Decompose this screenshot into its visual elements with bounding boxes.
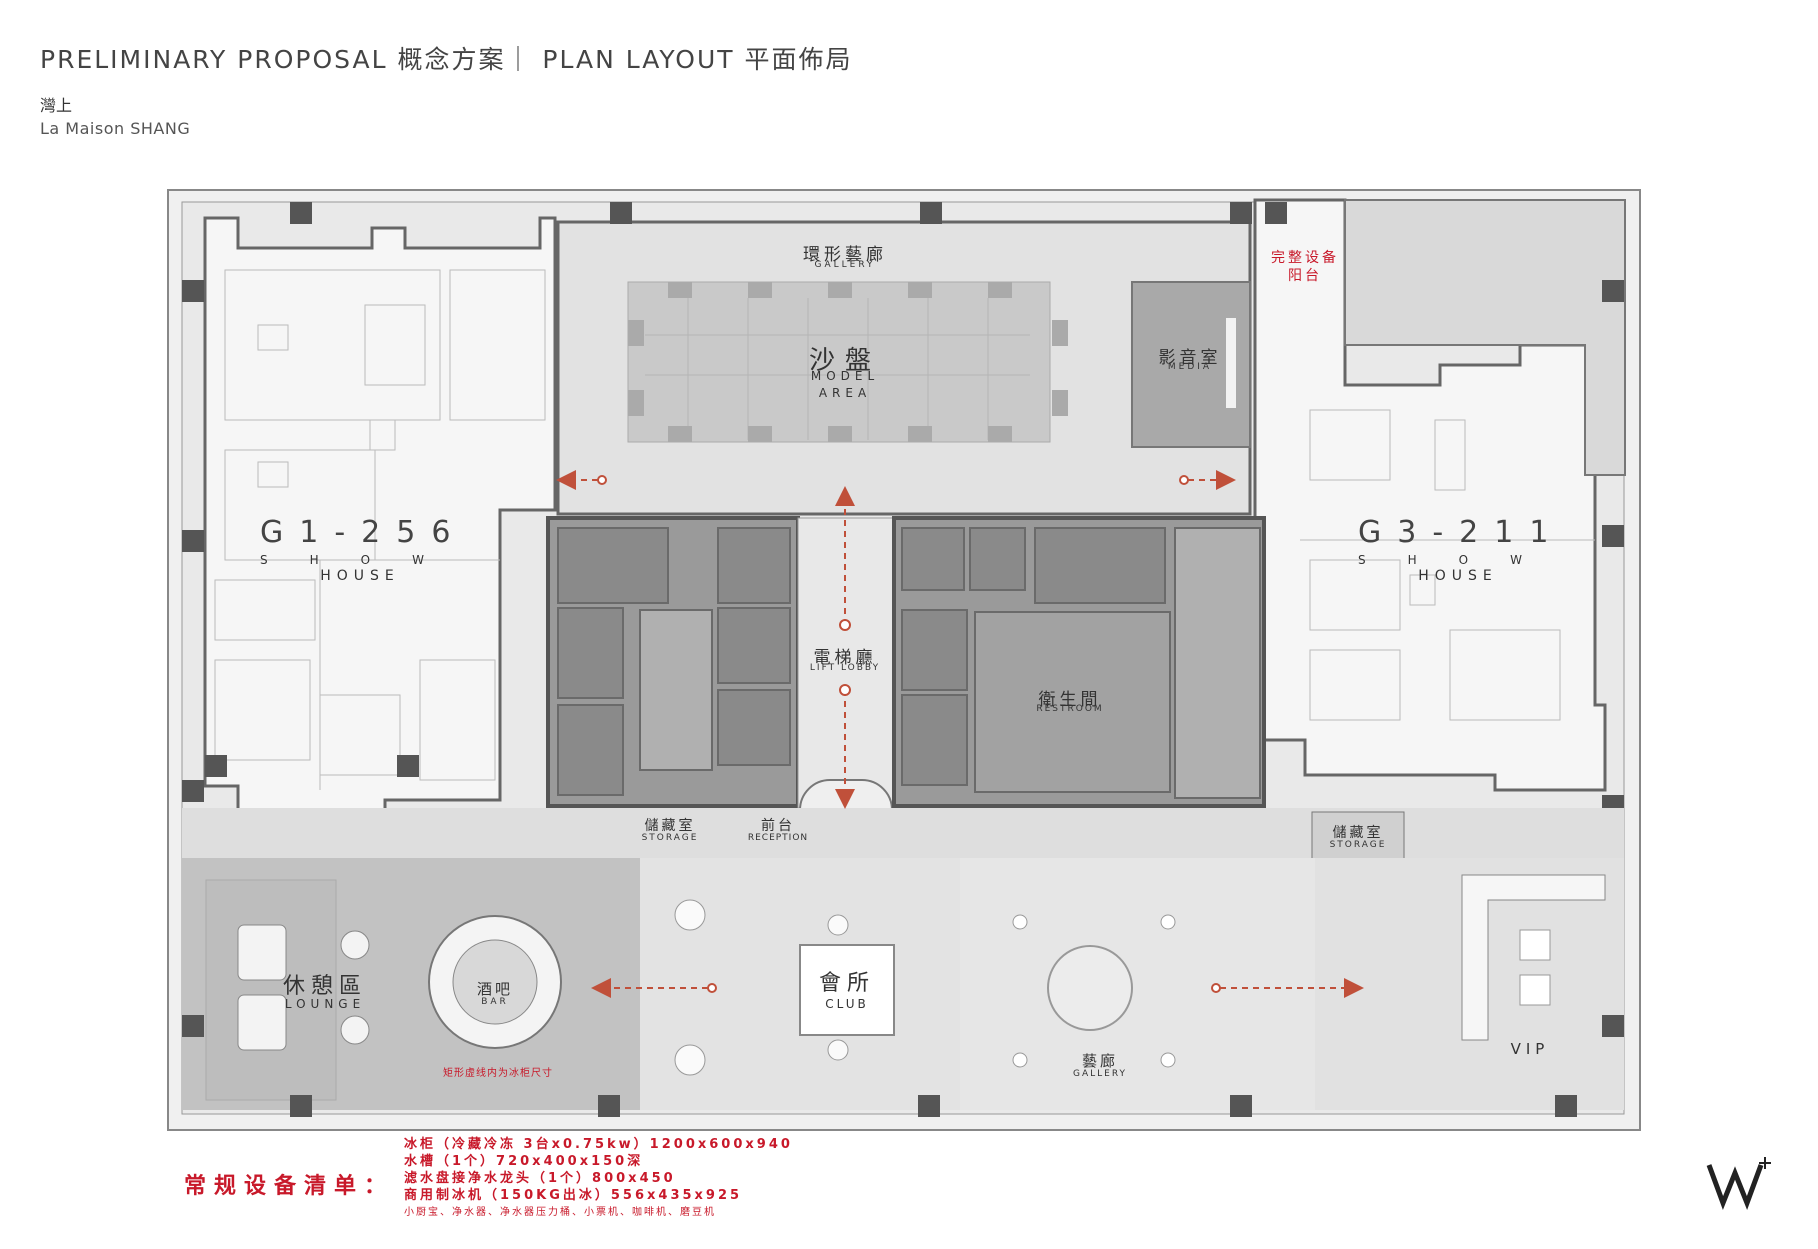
page-title: PRELIMINARY PROPOSAL 概念方案｜ PLAN LAYOUT 平… [40,45,853,74]
core-left-rooms [557,527,791,796]
bar-label-en: BAR [481,997,509,1007]
columns-right [1265,202,1624,817]
vip-table-b [1519,974,1551,1006]
restroom-label-en: RESTROOM [1036,704,1104,714]
restroom-label-cn: 衛生間 [1038,690,1102,710]
balcony-label-2: 阳台 [1288,268,1322,284]
reception-label-cn: 前台 [761,818,795,834]
storage-right-label-cn: 儲藏室 [1332,825,1384,841]
media-label-en: MEDIA [1167,362,1213,372]
equipment-line-3: 滤水盘接净水龙头（1个）800x450 [404,1171,676,1186]
equipment-list: 冰柜（冷藏冷冻 3台x0.75kw）1200x600x940 水槽（1个）720… [404,1136,793,1221]
club-label-en: CLUB [825,997,869,1011]
model-area-seats [628,282,1068,442]
show-house-left-code: G1-256 [260,515,467,550]
lounge-seating [237,924,370,1051]
storage-right-label-en: STORAGE [1329,840,1387,850]
bar-note: 矩形虚线内为冰柜尺寸 [443,1068,553,1079]
core-right-rooms [901,527,1261,799]
columns-left [182,202,419,802]
brand-logo [1706,1157,1771,1210]
lounge-sub [205,879,337,1101]
reception-label-en: RECEPTION [747,833,809,843]
columns-bottom [182,202,1624,1117]
circulation-nodes [597,475,1221,993]
vip-table-a [1519,929,1551,961]
vip-label: VIP [1510,1040,1550,1058]
lounge-label-cn: 休憩區 [282,974,367,999]
roof-area-right [1344,199,1626,476]
balcony-label-1: 完整设备 [1271,250,1339,266]
project-name-cn: 灣上 [40,96,73,115]
lounge-label-en: LOUNGE [284,997,366,1011]
show-house-left-furniture [214,269,546,790]
bar-counter-inner [452,939,538,1025]
model-area-label-cn: 沙盤 [808,346,881,376]
show-house-right-code: G3-211 [1358,515,1565,550]
gallery-top-label-cn: 環形藝廊 [803,245,887,265]
club-seating [674,899,849,1076]
show-house-left-en1: SHOW [260,553,466,567]
club-table [799,944,895,1036]
show-house-left-en2: HOUSE [320,568,400,584]
model-area [627,281,1051,443]
gallery-display [1047,945,1133,1031]
gallery-bottom-label-en: GALLERY [1072,1069,1128,1079]
circulation-arrows [556,470,1364,998]
vip-bar [1461,874,1606,1041]
lift-lobby-label-cn: 電梯廳 [813,648,877,668]
equipment-heading: 常规设备清单： [184,1174,395,1199]
gallery-plinths [1012,914,1176,1068]
model-area-grid [645,298,1030,440]
show-house-right-en1: SHOW [1358,553,1564,567]
equipment-line-4: 商用制冰机（150KG出冰）556x435x925 [404,1188,743,1203]
equipment-note: 小厨宝、净水器、净水器压力桶、小票机、咖啡机、磨豆机 [404,1207,716,1218]
equipment-line-2: 水槽（1个）720x400x150深 [404,1154,644,1169]
equipment-line-1: 冰柜（冷藏冷冻 3台x0.75kw）1200x600x940 [404,1137,793,1152]
show-house-right-furniture [1300,409,1595,721]
storage-left-label-en: STORAGE [641,833,699,843]
storage-left-label-cn: 儲藏室 [644,818,696,834]
media-screen [1226,318,1236,408]
storage-right-area [1311,811,1405,863]
model-area-label-en1: MODEL [810,369,880,383]
club-label-cn: 會所 [818,971,875,996]
bar-label-cn: 酒吧 [476,980,513,998]
lift-lobby-label-en: LIFT LOBBY [809,663,881,673]
project-name-en: La Maison SHANG [40,119,191,138]
corridor [182,808,1624,858]
show-house-right-en2: HOUSE [1418,568,1498,584]
model-area-label-en2: AREA [818,386,872,400]
media-label-cn: 影音室 [1158,348,1222,368]
gallery-top-label-en: GALLERY [814,260,876,270]
gallery-bottom-zone [960,858,1315,1110]
gallery-bottom-label-cn: 藝廊 [1081,1052,1118,1070]
